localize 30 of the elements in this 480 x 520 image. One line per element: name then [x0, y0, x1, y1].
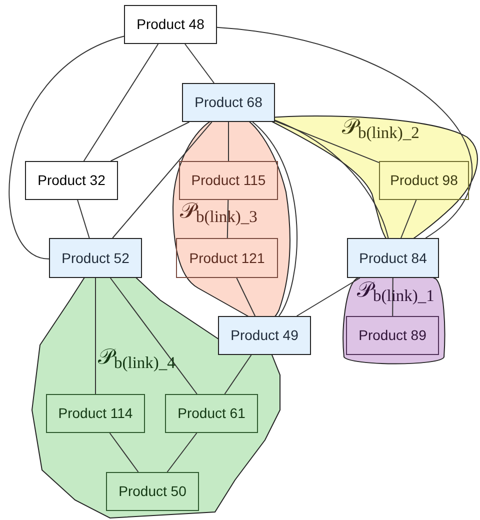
- connector-line: [77, 200, 90, 238]
- connector-line: [224, 354, 252, 394]
- product-box: Product 84: [347, 238, 439, 278]
- connector-line: [228, 122, 229, 162]
- connector-line: [274, 120, 389, 238]
- product-box: Product 98: [379, 161, 469, 200]
- product-box: Product 50: [106, 472, 199, 511]
- product-box: Product 114: [46, 394, 145, 433]
- connector-line: [274, 120, 380, 164]
- product-box: Product 32: [25, 161, 118, 200]
- product-box: Product 52: [49, 238, 142, 278]
- connector-line: [95, 278, 96, 394]
- product-box: Product 48: [124, 5, 217, 44]
- product-box: Product 61: [165, 394, 258, 433]
- connector-line: [216, 26, 472, 238]
- connector-line: [166, 432, 198, 472]
- product-box: Product 121: [176, 238, 278, 278]
- connector-line: [110, 278, 198, 394]
- connector-line: [184, 44, 214, 84]
- product-box: Product 89: [346, 316, 439, 355]
- connector-line: [83, 44, 159, 162]
- connector-line: [236, 278, 256, 316]
- connector-line: [400, 200, 417, 238]
- product-box: Product 49: [218, 316, 311, 355]
- connector-line: [8, 36, 124, 260]
- connector-line: [112, 122, 212, 238]
- product-box: Product 115: [179, 161, 278, 200]
- connector-line: [109, 432, 139, 472]
- product-box: Product 68: [182, 83, 275, 122]
- connector-line: [110, 122, 190, 162]
